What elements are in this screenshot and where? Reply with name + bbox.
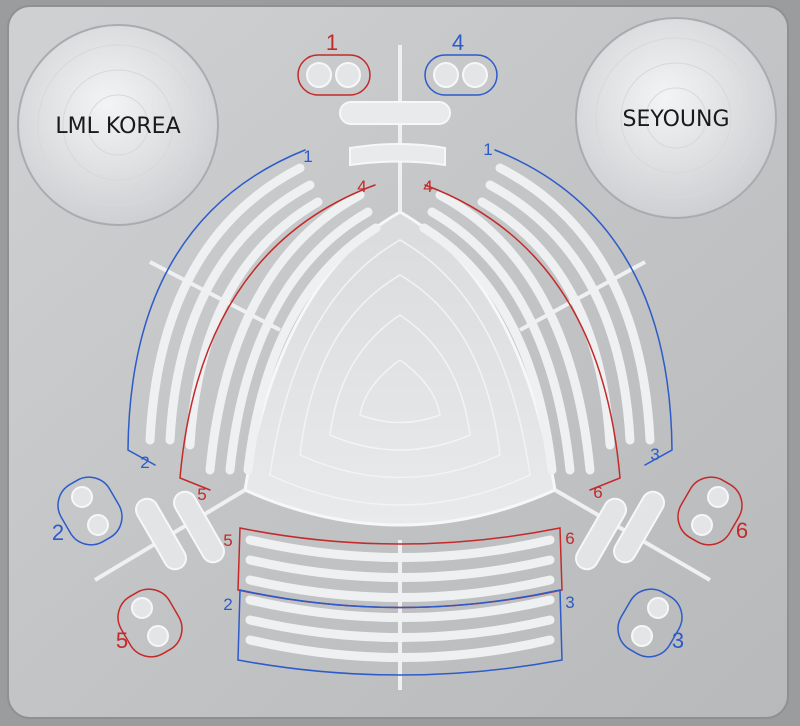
left-arcs <box>127 149 381 491</box>
label-bottom-left-red: 5 <box>223 531 232 550</box>
bottom-arcs <box>237 527 563 676</box>
left-plaque-text: LML KOREA <box>55 114 180 139</box>
label-upper-right-red: 4 <box>423 177 432 196</box>
label-upper-left-blue: 1 <box>303 147 312 166</box>
right-paddles <box>575 490 665 571</box>
label-bottom-right-red: 6 <box>565 529 574 548</box>
label-side-right-red: 6 <box>736 518 748 543</box>
side-wells-right-red <box>677 476 743 546</box>
side-wells-left-blue <box>57 476 123 546</box>
right-arcs <box>419 149 673 491</box>
side-wells-left-red <box>117 588 183 658</box>
top-left-wells <box>297 54 371 96</box>
top-crossbars <box>339 101 451 167</box>
label-mid-left-red: 5 <box>197 485 206 504</box>
label-side-left-red: 5 <box>116 628 128 653</box>
label-mid-right-blue: 3 <box>650 445 659 464</box>
label-side-right-blue: 3 <box>672 628 684 653</box>
left-paddles <box>135 490 225 571</box>
side-wells-right-blue <box>617 588 683 658</box>
label-side-left-blue: 2 <box>52 520 64 545</box>
label-upper-right-blue: 1 <box>483 140 492 159</box>
label-top-red: 1 <box>326 30 338 55</box>
label-upper-left-red: 4 <box>357 177 366 196</box>
label-bottom-left-blue: 2 <box>223 595 232 614</box>
label-bottom-right-blue: 3 <box>565 593 574 612</box>
right-plaque-text: SEYOUNG <box>622 107 729 132</box>
central-triangle <box>243 210 557 527</box>
top-right-wells <box>424 54 498 96</box>
label-mid-right-red: 6 <box>593 483 602 502</box>
right-plaque: SEYOUNG <box>575 17 777 219</box>
left-plaque: LML KOREA <box>17 24 219 226</box>
label-mid-left-blue: 2 <box>140 453 149 472</box>
label-top-blue: 4 <box>452 30 464 55</box>
